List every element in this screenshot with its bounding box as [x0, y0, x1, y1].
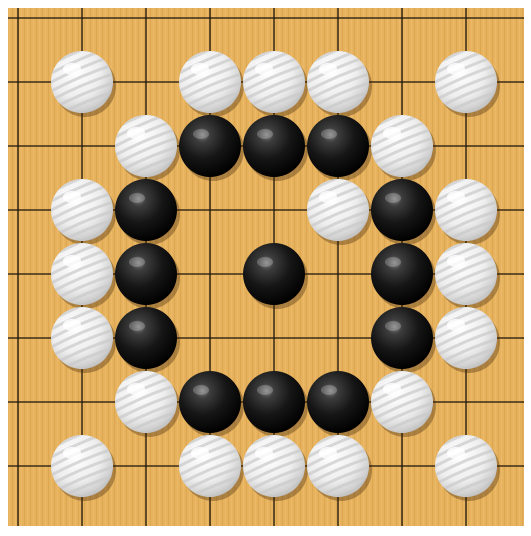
go-board: [0, 0, 531, 536]
go-board-surface[interactable]: [0, 0, 531, 536]
